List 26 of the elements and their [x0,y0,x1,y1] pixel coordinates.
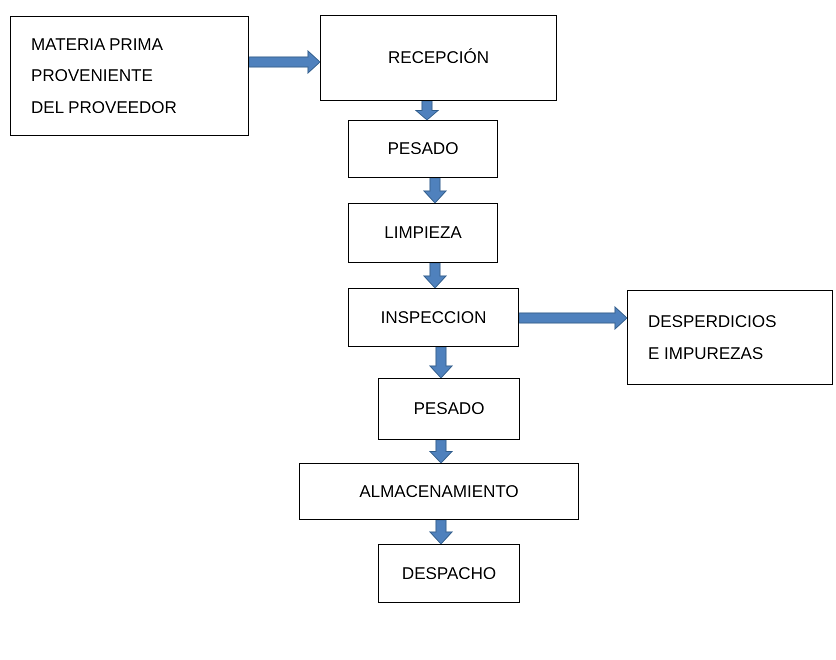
block-arrow [428,346,454,379]
block-arrow [414,100,440,121]
node-label: MATERIA PRIMA PROVENIENTE DEL PROVEEDOR [31,34,178,119]
block-arrow [518,306,628,330]
process-box [627,290,833,385]
node-label: PESADO [414,399,484,419]
node-label: DESPACHO [402,564,496,584]
block-arrow [428,440,454,464]
block-arrow [422,178,448,204]
block-arrow [428,520,454,545]
process-box [320,15,557,101]
process-box [348,203,498,263]
block-arrow [422,262,448,289]
node-label: PESADO [388,139,458,159]
node-label: RECEPCIÓN [388,48,490,68]
node-label: ALMACENAMIENTO [359,482,519,502]
process-box [299,463,579,520]
process-box [348,288,519,347]
node-label: LIMPIEZA [384,223,462,243]
block-arrow [248,50,321,74]
node-label: INSPECCION [380,308,486,328]
process-box [378,544,520,603]
node-label: DESPERDICIOS E IMPUREZAS [648,311,778,364]
process-box [348,120,498,178]
process-box [378,378,520,440]
process-box [10,16,249,136]
